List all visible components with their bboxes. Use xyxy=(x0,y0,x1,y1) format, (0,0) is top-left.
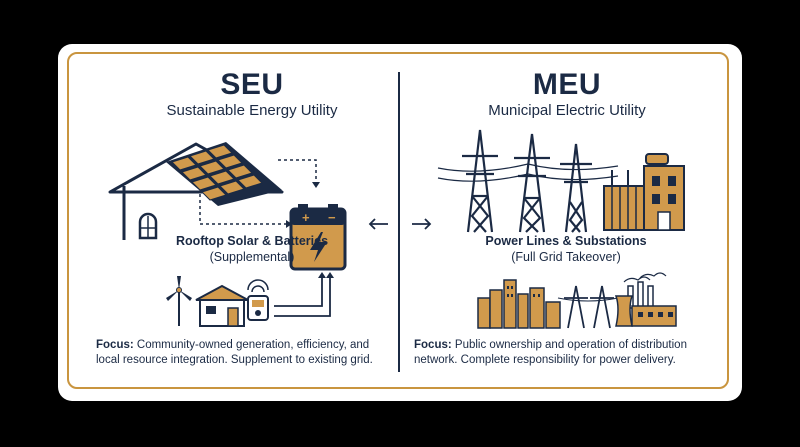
feed-arrow xyxy=(274,272,334,317)
card-frame xyxy=(67,52,729,389)
seu-focus-label: Focus: xyxy=(96,339,134,351)
transmission-tower-icon xyxy=(437,129,619,233)
meu-label: Power Lines & Substations xyxy=(485,234,647,248)
wind-turbine-icon xyxy=(166,276,192,326)
city-skyline-icon xyxy=(477,279,561,329)
meu-sublabel: (Full Grid Takeover) xyxy=(511,250,621,264)
substation-icon xyxy=(603,153,685,231)
dotted-connector xyxy=(199,159,320,228)
smart-home-icon xyxy=(195,284,249,327)
meu-focus-text-1: Public ownership and operation of distri… xyxy=(454,339,687,351)
meu-title: MEU xyxy=(532,68,602,101)
meu-focus-text-2: network. Complete responsibility for pow… xyxy=(414,354,676,366)
house-solar-roof-icon xyxy=(108,142,284,240)
seu-sublabel: (Supplemental) xyxy=(209,250,295,264)
seu-focus-text-2: local resource integration. Supplement t… xyxy=(96,354,373,366)
transmission-tower-small-icon xyxy=(557,285,619,329)
battery-plus: + xyxy=(302,210,310,225)
battery-icon: + − xyxy=(289,204,347,271)
seu-title: SEU xyxy=(220,68,284,101)
meu-focus-label: Focus: xyxy=(414,339,452,351)
seu-focus: Focus: Community-owned generation, effic… xyxy=(96,338,386,368)
arrow-right-icon xyxy=(412,218,432,230)
center-divider xyxy=(398,72,400,372)
seu-label: Rooftop Solar & Batteries xyxy=(175,234,329,248)
arrow-left-icon xyxy=(368,218,388,230)
meu-subtitle: Municipal Electric Utility xyxy=(488,102,646,119)
seu-subtitle: Sustainable Energy Utility xyxy=(166,102,338,119)
battery-minus: − xyxy=(328,210,336,225)
power-plant-icon xyxy=(614,272,677,327)
smart-meter-icon xyxy=(247,279,269,321)
meu-focus: Focus: Public ownership and operation of… xyxy=(414,338,704,368)
seu-focus-text-1: Community-owned generation, efficiency, … xyxy=(136,339,370,351)
comparison-card: SEU Sustainable Energy Utility + − Rooft… xyxy=(58,44,742,401)
